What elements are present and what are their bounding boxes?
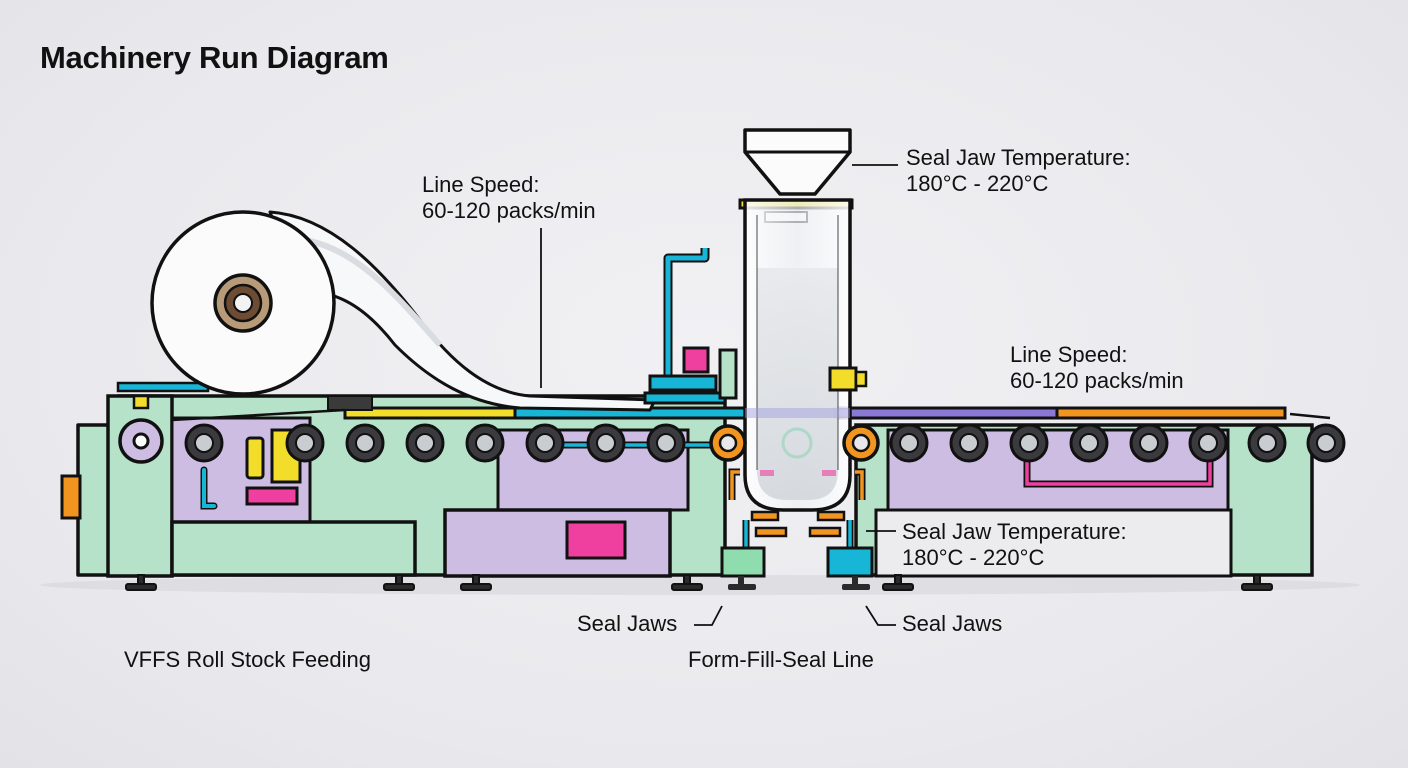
left-feet xyxy=(125,574,703,591)
left-machine xyxy=(60,381,747,591)
sensor-yellow xyxy=(132,394,150,410)
film-web-lower xyxy=(171,408,346,422)
seal-jaw-right xyxy=(826,546,874,578)
magenta-bar xyxy=(245,486,299,506)
roller-hub xyxy=(535,433,555,453)
roller-hub xyxy=(1079,433,1099,453)
roller-hub xyxy=(295,433,315,453)
line-speed-annotation-right: Line Speed: 60-120 packs/min xyxy=(1010,342,1184,394)
diagram-title: Machinery Run Diagram xyxy=(40,40,389,75)
seal-jaw-left xyxy=(720,546,766,578)
roller-hub xyxy=(1198,433,1218,453)
seal-jaws-label-right: Seal Jaws xyxy=(902,611,1003,636)
right-feet xyxy=(882,574,1273,591)
roller-hub xyxy=(475,433,495,453)
left-lower-block xyxy=(170,520,417,577)
roller-hub xyxy=(656,433,676,453)
right-lower-panel xyxy=(874,508,1233,578)
roller-hub xyxy=(1316,433,1336,453)
roller-hub xyxy=(596,433,616,453)
line-speed-annotation-left: Line Speed: 60-120 packs/min xyxy=(422,172,596,224)
roller-hub xyxy=(194,433,214,453)
line-speed-value: 60-120 packs/min xyxy=(1010,368,1184,393)
side-knob xyxy=(60,474,82,520)
yellow-block-1 xyxy=(245,436,265,480)
roller-hub xyxy=(899,433,919,453)
left-console xyxy=(443,508,672,578)
line-speed-value: 60-120 packs/min xyxy=(422,198,596,223)
line-speed-label: Line Speed: xyxy=(1010,342,1128,367)
roller-hub xyxy=(1257,433,1277,453)
roller-hub xyxy=(415,433,435,453)
seal-temp-annotation-top: Seal Jaw Temperature: 180°C - 220°C xyxy=(906,145,1131,197)
seal-temp-value: 180°C - 220°C xyxy=(902,545,1045,570)
seal-jaws xyxy=(720,510,874,590)
left-teal-strip xyxy=(116,381,210,393)
belt-clamp xyxy=(327,395,373,411)
seal-temp-annotation-bottom: Seal Jaw Temperature: 180°C - 220°C xyxy=(902,519,1127,571)
hopper xyxy=(743,128,852,196)
console-magenta-indicator xyxy=(565,520,627,560)
forming-tube-assembly xyxy=(709,128,880,512)
film-web xyxy=(268,210,657,412)
film-roll-assembly xyxy=(150,210,657,412)
conveyor-rollers xyxy=(184,423,1346,463)
caption-form-fill-seal: Form-Fill-Seal Line xyxy=(688,647,874,672)
seal-temp-label: Seal Jaw Temperature: xyxy=(902,519,1127,544)
product-fill xyxy=(757,268,838,500)
seal-jaws-label-left: Seal Jaws xyxy=(577,611,678,636)
roller-hub xyxy=(1019,433,1039,453)
roller-hub xyxy=(1139,433,1159,453)
caption-roll-stock: VFFS Roll Stock Feeding xyxy=(124,647,371,672)
line-speed-label: Line Speed: xyxy=(422,172,540,197)
teal-applicator xyxy=(643,248,738,405)
roller-hub xyxy=(355,433,375,453)
roller-hub xyxy=(959,433,979,453)
seal-temp-label: Seal Jaw Temperature: xyxy=(906,145,1131,170)
leader-lines xyxy=(540,164,898,626)
right-purple-panel xyxy=(886,428,1230,512)
seal-temp-value: 180°C - 220°C xyxy=(906,171,1049,196)
right-machine xyxy=(833,406,1331,591)
